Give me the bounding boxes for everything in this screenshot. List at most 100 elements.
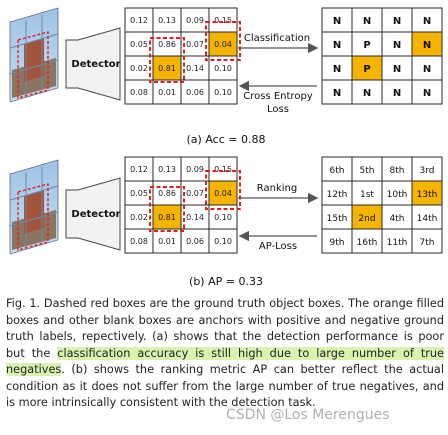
grid-cell-text: N <box>423 64 431 75</box>
gt-dashed-box <box>149 37 185 83</box>
grid-cell <box>411 7 443 33</box>
caption-part-2: . (b) shows the ranking metric AP can be… <box>6 363 444 409</box>
grid-cell-text: 0.10 <box>214 88 232 97</box>
grid-cell-text: 0.81 <box>158 64 176 73</box>
grid-cell-text: 0.08 <box>130 237 148 246</box>
grid-cell-text: 9th <box>330 238 345 248</box>
grid-cell <box>208 228 238 254</box>
watermark: CSDN @Los Merengues <box>226 407 390 423</box>
grid-cell-text: 0.05 <box>130 189 148 198</box>
grid-cell-text: 16th <box>357 238 378 248</box>
grid-cell <box>411 156 443 182</box>
grid-cell-text: 0.15 <box>214 165 232 174</box>
grid-cell-text: 0.01 <box>158 237 176 246</box>
grid-cell-text: 0.13 <box>158 16 176 25</box>
grid-cell-text: 0.14 <box>186 64 204 73</box>
grid-cell-text: 0.09 <box>186 16 204 25</box>
grid-cell-text: 0.81 <box>158 213 176 222</box>
grid-cell-text: N <box>423 88 431 99</box>
grid-cell <box>411 31 443 57</box>
caption-b: (b) AP = 0.33 <box>189 275 263 288</box>
grid-cell-text: N <box>363 88 371 99</box>
grid-cell-text: 0.07 <box>186 189 204 198</box>
grid-cell <box>351 228 383 254</box>
grid-cell <box>124 79 154 105</box>
grid-cell-text: N <box>423 16 431 27</box>
grid-cell <box>321 204 353 230</box>
grid-cell <box>180 228 210 254</box>
grid-cell-text: N <box>333 40 341 51</box>
grid-cell <box>411 204 443 230</box>
grid-cell-text: N <box>423 40 431 51</box>
grid-cell <box>321 7 353 33</box>
grid-cell-text: 0.12 <box>130 16 148 25</box>
grid-cell-text: 5th <box>360 166 375 176</box>
grid-cell-text: 0.10 <box>214 237 232 246</box>
gt-dashed-box <box>205 21 241 61</box>
grid-cell-text: N <box>393 64 401 75</box>
figure-1: Detector 0.12 0.13 0.09 0.15 0.05 0.86 0.07 0.0… <box>9 7 443 288</box>
grid-cell-text: 0.05 <box>130 40 148 49</box>
grid-cell <box>152 228 182 254</box>
grid-cell-text: 4th <box>390 214 405 224</box>
grid-cell <box>411 55 443 81</box>
grid-cell-text: 0.06 <box>186 237 204 246</box>
grid-cell-text: P <box>363 64 370 75</box>
grid-cell-text: N <box>333 16 341 27</box>
grid-cell-text: 0.07 <box>186 40 204 49</box>
grid-cell-text: N <box>333 88 341 99</box>
input-image-b <box>9 159 59 255</box>
grid-cell-text: 0.86 <box>158 40 176 49</box>
grid-cell-text: 0.09 <box>186 165 204 174</box>
grid-cell <box>208 79 238 105</box>
classification-label: Classification <box>244 33 310 44</box>
detector-label-b: Detector <box>71 209 120 220</box>
grid-cell <box>152 204 182 230</box>
grid-cell <box>321 180 353 206</box>
grid-cell-text: 0.02 <box>130 64 148 73</box>
grid-cell-text: 0.10 <box>214 64 232 73</box>
grid-cell <box>351 180 383 206</box>
gt-dashed-box <box>149 186 185 232</box>
grid-cell <box>351 55 383 81</box>
grid-cell <box>124 228 154 254</box>
grid-cell <box>381 180 413 206</box>
input-image-a <box>9 7 59 103</box>
grid-cell-text: N <box>393 16 401 27</box>
detector-block-a <box>65 27 121 101</box>
grid-cell-text: 1st <box>360 190 374 200</box>
grid-cell <box>411 180 443 206</box>
caption-part-1: Fig. 1. Dashed red boxes are the ground … <box>6 297 444 360</box>
grid-cell-text: 0.04 <box>214 40 232 49</box>
gt-dashed-box <box>205 170 241 210</box>
grid-cell <box>381 7 413 33</box>
grid-cell <box>351 79 383 105</box>
grid-cell <box>180 79 210 105</box>
grid-cell-text: 3rd <box>420 166 435 176</box>
grid-cell <box>208 7 238 33</box>
grid-cell-text: N <box>393 40 401 51</box>
grid-cell-text: 6th <box>330 166 345 176</box>
detector-block-b <box>65 177 121 251</box>
detector-label-a: Detector <box>71 59 120 70</box>
grid-cell-text: 2nd <box>358 214 375 224</box>
grid-cell <box>152 55 182 81</box>
grid-cell-text: 10th <box>387 190 408 200</box>
grid-cell-text: N <box>363 16 371 27</box>
grid-cell-text: 15th <box>327 214 348 224</box>
grid-cell <box>152 7 182 33</box>
grid-cell-text: 7th <box>420 238 435 248</box>
grid-cell-text: 12th <box>327 190 348 200</box>
grid-cell <box>321 228 353 254</box>
grid-cell <box>124 7 154 33</box>
grid-cell <box>124 31 154 57</box>
grid-cell-text: 0.02 <box>130 213 148 222</box>
grid-cell-text: P <box>363 40 370 51</box>
grid-cell <box>208 180 238 206</box>
cross-entropy-label: Cross Entropy <box>243 91 313 102</box>
